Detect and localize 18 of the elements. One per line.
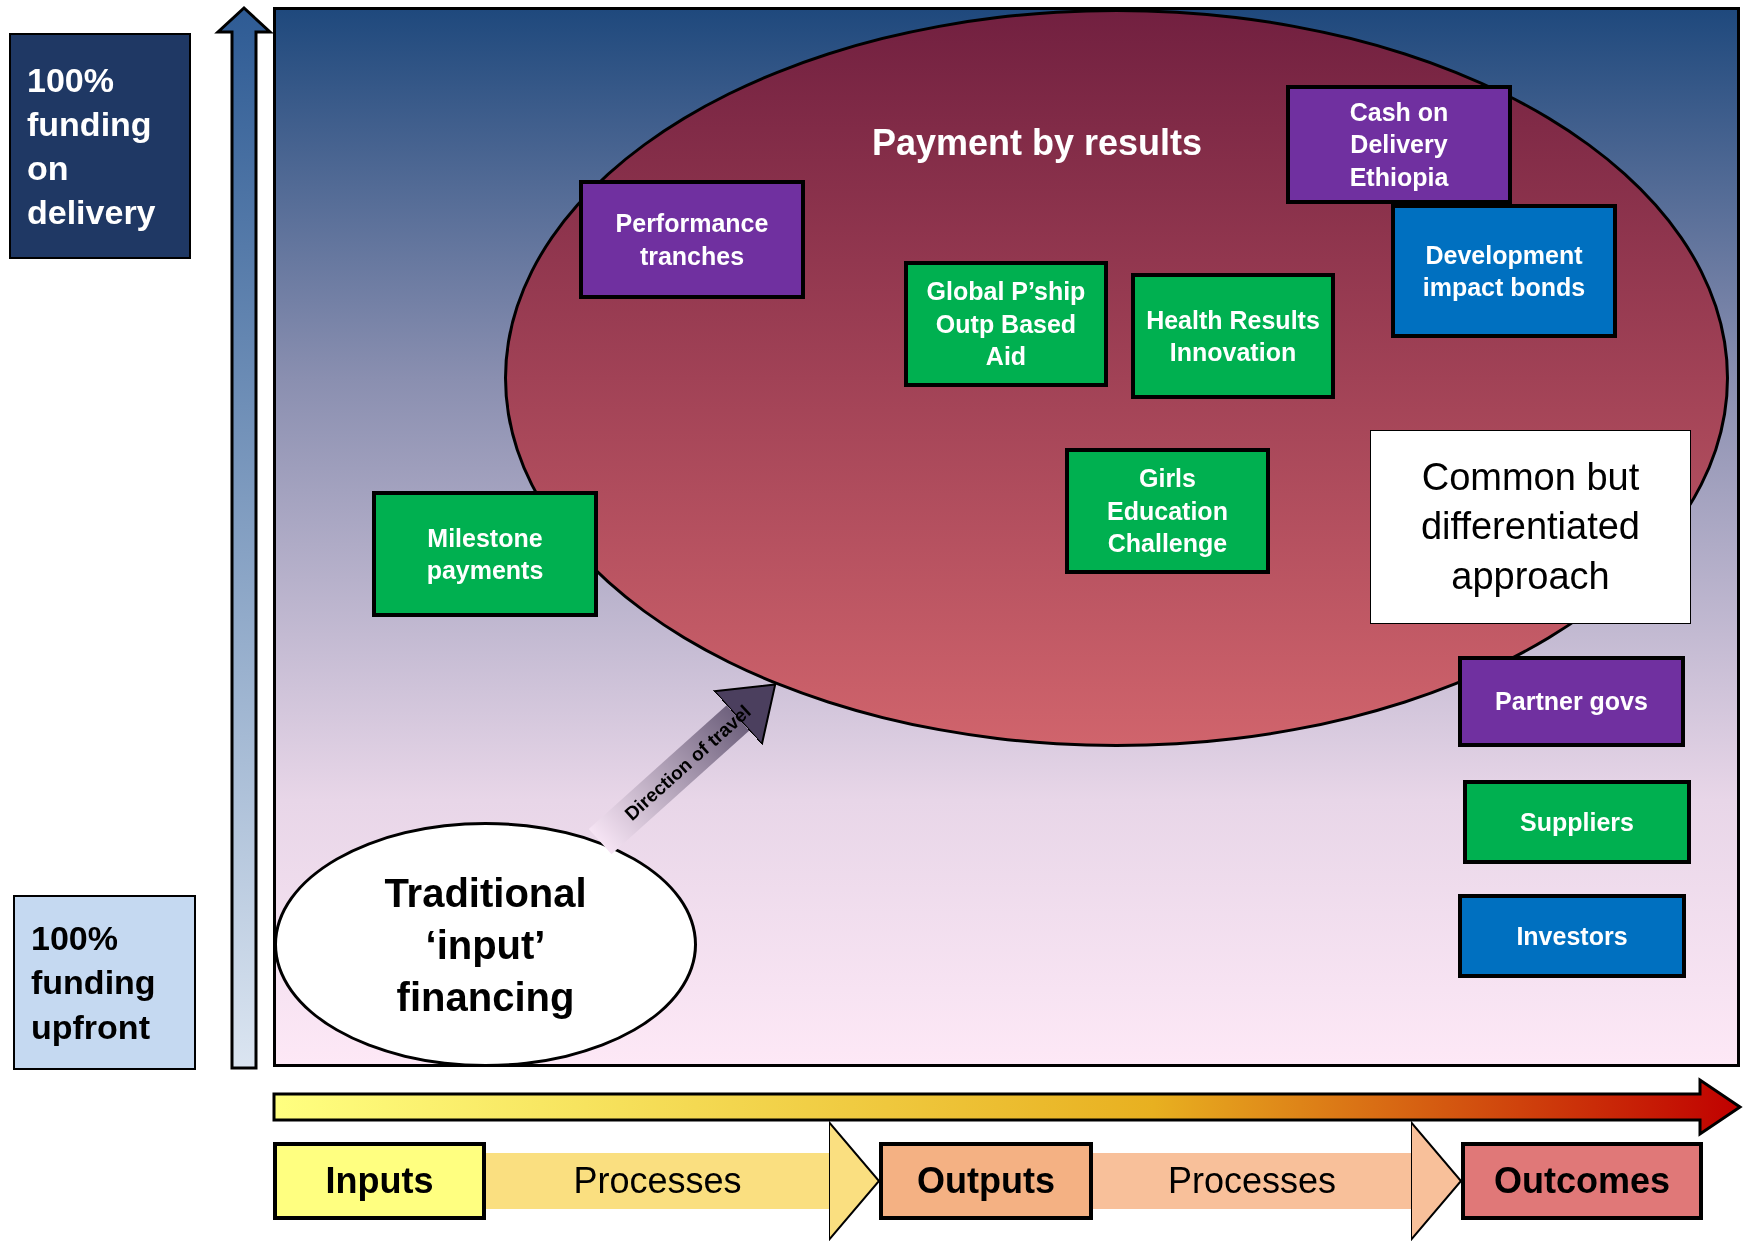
programme-box: Girls Education Challenge	[1065, 448, 1270, 574]
programme-box: Global P’ship Outp Based Aid	[904, 261, 1108, 387]
stakeholder-box: Suppliers	[1463, 780, 1691, 864]
programme-box: Performance tranches	[579, 180, 805, 299]
axis-end-box: 100% funding on delivery	[9, 33, 191, 259]
stage-box: Outcomes	[1461, 1142, 1703, 1220]
programme-box: Health Results Innovation	[1131, 273, 1335, 399]
block-arrow	[588, 683, 777, 855]
ellipse-title: Payment by results	[870, 121, 1204, 165]
edge-label: Processes	[573, 1160, 742, 1202]
process-arrow	[486, 1121, 880, 1241]
stakeholder-box: Investors	[1458, 894, 1686, 978]
edge-label: Processes	[1167, 1160, 1337, 1202]
axis-end-box: 100% funding upfront	[13, 895, 196, 1070]
programme-box: Milestone payments	[372, 491, 598, 617]
stage-box: Inputs	[273, 1142, 486, 1220]
process-arrow	[1093, 1121, 1462, 1241]
stage-box: Outputs	[879, 1142, 1093, 1220]
